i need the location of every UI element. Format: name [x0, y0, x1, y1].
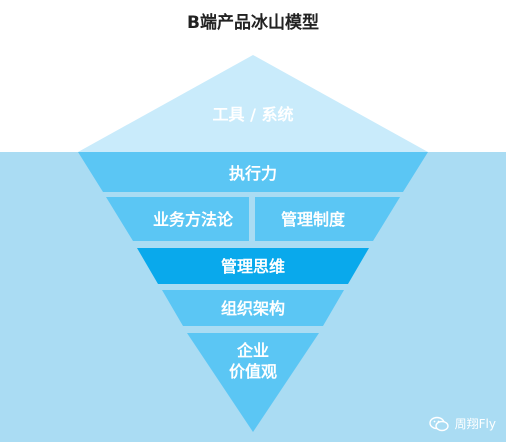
layer-management-thinking — [137, 248, 369, 284]
watermark: 周翔Fly — [428, 415, 496, 432]
label-methodology: 业务方法论 — [153, 210, 234, 229]
layer-execution — [78, 152, 428, 192]
label-management-thinking: 管理思维 — [221, 257, 285, 276]
wechat-icon — [428, 416, 449, 431]
layer-organization — [162, 290, 344, 326]
layer-management-system — [255, 197, 400, 241]
label-execution: 执行力 — [229, 164, 277, 183]
label-values-line1: 企业 — [236, 341, 269, 360]
diagram-title: B端产品冰山模型 — [187, 13, 319, 33]
label-management-system: 管理制度 — [281, 210, 346, 229]
layer-methodology — [106, 197, 249, 241]
layer-values — [187, 333, 319, 432]
label-tools-system: 工具 / 系统 — [213, 105, 294, 124]
iceberg-tip — [78, 55, 428, 152]
label-values-line2: 价值观 — [229, 362, 277, 381]
watermark-text: 周翔Fly — [454, 417, 496, 431]
label-organization: 组织架构 — [221, 299, 285, 318]
